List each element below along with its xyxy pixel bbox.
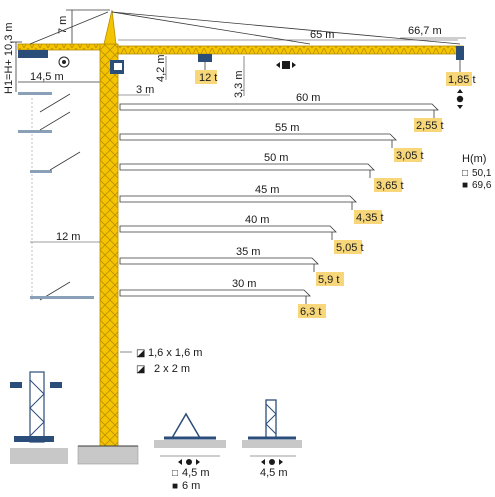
jib-config-bar: [119, 195, 357, 203]
base-left-symbol-1: □: [172, 468, 178, 479]
counter-jib-label: 14,5 m: [30, 71, 64, 83]
height-legend-symbol-1: □: [462, 168, 468, 179]
trolley: [198, 54, 212, 62]
jib-tip-trolley: [456, 46, 464, 60]
mast-section-symbol-1: ◪: [136, 348, 145, 359]
tip-load: 1,85 t: [446, 60, 476, 109]
mast-base: [77, 445, 139, 465]
height-legend-value-2: 69,6: [472, 180, 492, 191]
tower-height-label: H1=H+ 10,3 m: [3, 22, 15, 94]
max-load-label: 12 t: [199, 72, 217, 84]
jib-config-load-label: 3,05 t: [396, 150, 424, 162]
jib-config-length-label: 50 m: [264, 152, 288, 164]
jib-config-bar: [119, 257, 319, 265]
tower-mast: [99, 9, 124, 451]
hook-drop-label: 3,3 m: [233, 70, 245, 98]
jib-configurations: 60 m 2,55 t 55 m 3,05 t 50 m 3,65 t 45 m 4,35 t…: [119, 92, 444, 318]
right-base-center-icon: [269, 459, 275, 465]
jib-config-length-label: 55 m: [275, 122, 299, 134]
max-load: 12 t: [195, 62, 217, 84]
jib-length-label: 65 m: [310, 29, 334, 41]
jib-tip-dimension: 66,7 m: [400, 25, 466, 39]
tip-load-label: 1,85 t: [448, 74, 476, 86]
inner-reach-dimension: 3 m: [118, 84, 154, 96]
jib-config-load-label: 5,9 t: [318, 274, 339, 286]
base-left-value-2: 6 m: [182, 480, 200, 492]
jib-config-bar: [119, 103, 439, 111]
jib-config-bar: [119, 225, 337, 233]
trolley-drop-label: 4,2 m: [155, 54, 167, 82]
height-legend-title: H(m): [462, 153, 486, 165]
jib-config-load-label: 5,05 t: [336, 242, 364, 254]
drop-dimensions: 4,2 m 3,3 m: [155, 54, 245, 98]
jib-config-load-badge: [354, 210, 382, 224]
jib-config-load-badge: [374, 178, 402, 192]
height-legend: H(m) □ 50,1 ■ 69,6: [462, 153, 492, 191]
counter-jib-dimension: 14,5 m: [18, 71, 100, 83]
base-right-value: 4,5 m: [260, 467, 288, 479]
inner-reach-label: 3 m: [136, 84, 154, 96]
top-height-label: 7 m: [57, 16, 69, 34]
height-legend-value-1: 50,1: [472, 168, 492, 179]
jib-config-load-badge: [298, 304, 326, 318]
jib-config-length-label: 60 m: [296, 92, 320, 104]
jib-length-dimension: 65 m: [118, 29, 458, 41]
jib-config-length-label: 35 m: [236, 246, 260, 258]
jib-config-length-label: 40 m: [245, 214, 269, 226]
jib-config-bar: [119, 163, 375, 171]
jib-config-bar: [119, 289, 311, 297]
jib-config-load-label: 2,55 t: [416, 120, 444, 132]
base-left-symbol-2: ■: [172, 481, 178, 492]
right-base-detail: 4,5 m: [242, 399, 302, 479]
mast-section-symbol-2: ◪: [136, 364, 145, 375]
mid-reach-label: 12 m: [56, 231, 80, 243]
hook-icon: [456, 95, 464, 103]
middle-base-detail: □ 4,5 m ■ 6 m: [154, 412, 226, 492]
trolley-direction-icon: [276, 61, 296, 69]
mast-section-value-1: 1,6 x 1,6 m: [148, 347, 202, 359]
left-base-detail: [10, 371, 68, 464]
tower-height-dimension: H1=H+ 10,3 m: [3, 22, 22, 94]
middle-base-center-icon: [186, 459, 192, 465]
jib-config-load-label: 3,65 t: [376, 180, 404, 192]
tower-top: [103, 9, 117, 45]
jib-config-load-label: 4,35 t: [356, 212, 384, 224]
mid-reach-dimension: 12 m: [30, 231, 100, 243]
mast-section-legend: ◪ 1,6 x 1,6 m ◪ 2 x 2 m: [120, 347, 202, 375]
jib-config-load-badge: [334, 240, 362, 254]
mast-section-value-2: 2 x 2 m: [154, 363, 190, 375]
height-legend-symbol-2: ■: [462, 180, 468, 191]
counter-weights: [18, 92, 94, 301]
top-height-dimension: 7 m: [57, 9, 110, 44]
jib-tip-label: 66,7 m: [408, 25, 442, 37]
jib-config-load-badge: [414, 118, 442, 132]
jib-config-length-label: 45 m: [255, 184, 279, 196]
jib-config-bar: [119, 133, 397, 141]
counter-jib: [17, 11, 109, 68]
jib-config-length-label: 30 m: [232, 278, 256, 290]
jib-config-load-label: 6,3 t: [300, 306, 321, 318]
jib-config-load-badge: [394, 148, 422, 162]
base-left-value-1: 4,5 m: [182, 467, 210, 479]
jib-config-load-badge: [316, 272, 344, 286]
main-jib: [111, 11, 464, 62]
